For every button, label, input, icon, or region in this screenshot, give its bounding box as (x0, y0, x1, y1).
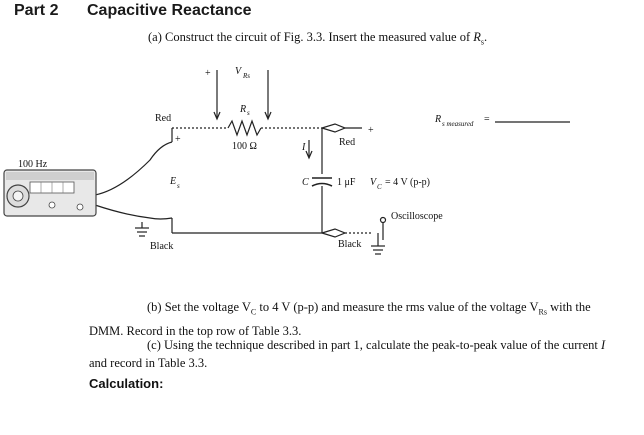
step-c-var: I (600, 338, 606, 352)
rs-measured-label: R (434, 114, 441, 125)
vc-value: = 4 V (p-p) (385, 177, 430, 188)
step-c-text2: and record in Table 3.3. (89, 356, 208, 370)
step-b-text: Set the voltage V (164, 300, 251, 314)
vc-sub: C (377, 183, 382, 191)
generator-button (48, 201, 56, 209)
part-label: Part 2 (14, 2, 59, 19)
black-label-left: Black (150, 241, 173, 252)
plus-left: + (175, 134, 181, 145)
probe-clip-red (321, 123, 347, 133)
step-a-var-sub: s (480, 37, 485, 47)
current-arrowhead (305, 150, 313, 160)
section-title: Capacitive Reactance (87, 2, 252, 19)
capacitor-plate-bottom (311, 182, 333, 187)
step-b-text3: with the DMM. Record in the top row of T… (89, 300, 591, 338)
source-sub: s (177, 182, 180, 190)
oscilloscope-label: Oscilloscope (391, 211, 443, 222)
red-label-left: Red (155, 113, 171, 124)
step-a-letter: (a) (148, 30, 162, 44)
function-generator (3, 169, 97, 217)
vrs-sub: Rs (242, 72, 250, 80)
resistor-rs (227, 119, 262, 137)
red-label-right: Red (339, 137, 355, 148)
step-a-text: Construct the circuit of Fig. 3.3. Inser… (165, 30, 474, 44)
capacitor-value: 1 μF (337, 177, 356, 188)
plus-right: + (368, 125, 374, 136)
calculation-heading: Calculation: (89, 376, 164, 391)
generator-top-panel (6, 172, 94, 180)
step-b-instruction: (b) Set the voltage VC to 4 V (p-p) and … (89, 298, 619, 340)
step-b-sub-rs: Rs (538, 307, 547, 317)
circuit-figure: 100 Hz + V Rs R s 100 Ω Red + Red + E s … (3, 66, 570, 255)
step-a-end: . (484, 30, 488, 44)
source-label: E (169, 176, 176, 187)
step-a-instruction: (a) Construct the circuit of Fig. 3.3. I… (148, 28, 487, 52)
resistor-value: 100 Ω (232, 141, 257, 152)
step-c-letter: (c) (147, 338, 161, 352)
step-b-text2: to 4 V (p-p) and measure the rms value o… (256, 300, 539, 314)
gen-lead-red (94, 141, 173, 196)
rs-sub: s (247, 109, 250, 117)
scope-terminal (379, 216, 387, 224)
rs-measured-equals: = (484, 114, 490, 125)
current-label: I (301, 142, 306, 153)
vrs-arrow-right (264, 111, 272, 121)
generator-frequency-label: 100 Hz (18, 159, 48, 170)
rs-label: R (239, 104, 246, 115)
step-c-instruction: (c) Using the technique described in par… (89, 336, 619, 372)
step-b-sub-c: C (250, 307, 257, 317)
vrs-plus: + (205, 68, 211, 79)
capacitor-symbol-label: C (302, 177, 309, 188)
vrs-arrow-left (213, 111, 221, 121)
black-label-right: Black (338, 239, 361, 250)
probe-clip-black (321, 228, 347, 238)
generator-output-jack (76, 203, 84, 211)
rs-measured-sub: s measured (442, 120, 474, 128)
step-b-letter: (b) (147, 300, 162, 314)
vrs-label: V (235, 66, 243, 77)
vc-label: V (370, 177, 378, 188)
step-a-var: R (473, 30, 481, 44)
step-c-text: Using the technique described in part 1,… (164, 338, 601, 352)
gen-lead-black (94, 204, 173, 220)
